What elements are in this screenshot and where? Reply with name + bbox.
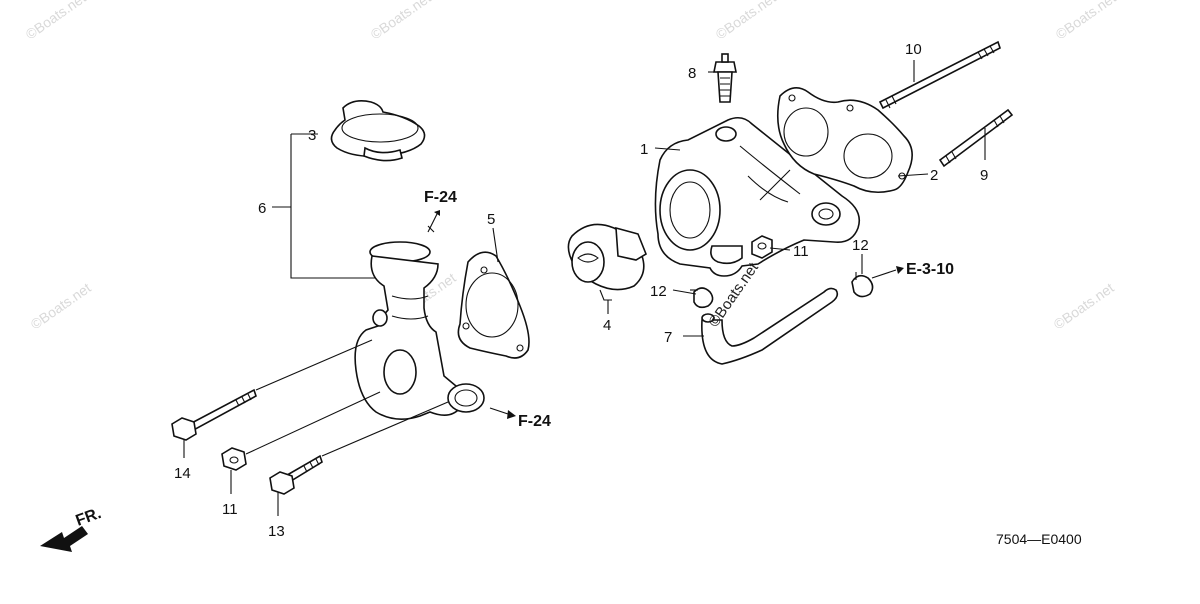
part-5-gasket bbox=[457, 251, 530, 359]
part-6-filler-neck bbox=[354, 241, 485, 420]
front-label: FR. bbox=[74, 505, 104, 530]
assembly-lines bbox=[245, 339, 449, 457]
arrow-f24-top bbox=[427, 210, 440, 233]
watermark: ©Boats.net bbox=[23, 0, 89, 42]
leader-lines bbox=[183, 60, 986, 516]
callout-12-b: 12 bbox=[852, 237, 869, 254]
callout-11-b: 11 bbox=[222, 501, 238, 518]
callout-3: 3 bbox=[308, 127, 316, 144]
part-9-stud bbox=[938, 108, 1014, 168]
bracket-6 bbox=[290, 134, 382, 279]
part-2-gasket bbox=[776, 87, 913, 194]
watermarks: ©Boats.net ©Boats.net ©Boats.net ©Boats.… bbox=[23, 0, 1119, 332]
part-3-cap bbox=[330, 100, 426, 162]
part-14-bolt bbox=[171, 388, 257, 441]
part-11-nut-a bbox=[751, 235, 773, 259]
callout-2: 2 bbox=[930, 167, 938, 184]
front-arrow-icon bbox=[40, 526, 88, 552]
part-10-stud bbox=[878, 40, 1001, 110]
callout-labels: 1 2 3 4 5 6 7 8 9 10 11 11 12 12 13 14 bbox=[174, 41, 988, 540]
callout-6: 6 bbox=[258, 200, 266, 217]
watermark: ©Boats.net bbox=[368, 0, 434, 42]
part-7-hose bbox=[701, 287, 839, 365]
callout-11-a: 11 bbox=[793, 243, 809, 260]
part-8-bolt bbox=[713, 53, 737, 103]
part-12-clamp-a bbox=[690, 287, 714, 309]
callout-14: 14 bbox=[174, 465, 191, 482]
callout-5: 5 bbox=[487, 211, 495, 228]
ref-f24-top: F-24 bbox=[424, 189, 457, 206]
ref-f24-bottom: F-24 bbox=[518, 413, 551, 430]
callout-7: 7 bbox=[664, 329, 672, 346]
part-1-housing bbox=[654, 116, 861, 277]
callout-12-a: 12 bbox=[650, 283, 667, 300]
callout-9: 9 bbox=[980, 167, 988, 184]
callout-1: 1 bbox=[640, 141, 648, 158]
part-11-nut-b bbox=[221, 447, 247, 471]
watermark: ©Boats.net bbox=[1051, 279, 1117, 332]
diagram-code: 7504—E0400 bbox=[996, 531, 1082, 547]
arrow-e310 bbox=[871, 266, 904, 279]
ref-e310: E-3-10 bbox=[906, 261, 954, 278]
part-4-thermostat bbox=[567, 223, 647, 301]
callout-8: 8 bbox=[688, 65, 696, 82]
callout-10: 10 bbox=[905, 41, 922, 58]
callout-4: 4 bbox=[603, 317, 611, 334]
watermark: ©Boats.net bbox=[1053, 0, 1119, 42]
part-12-clamp-b bbox=[851, 272, 874, 298]
callout-13: 13 bbox=[268, 523, 285, 540]
watermark: ©Boats.net bbox=[713, 0, 779, 42]
part-13-bolt bbox=[269, 454, 323, 495]
arrow-f24-bottom bbox=[489, 407, 516, 419]
watermark: ©Boats.net bbox=[28, 279, 94, 332]
